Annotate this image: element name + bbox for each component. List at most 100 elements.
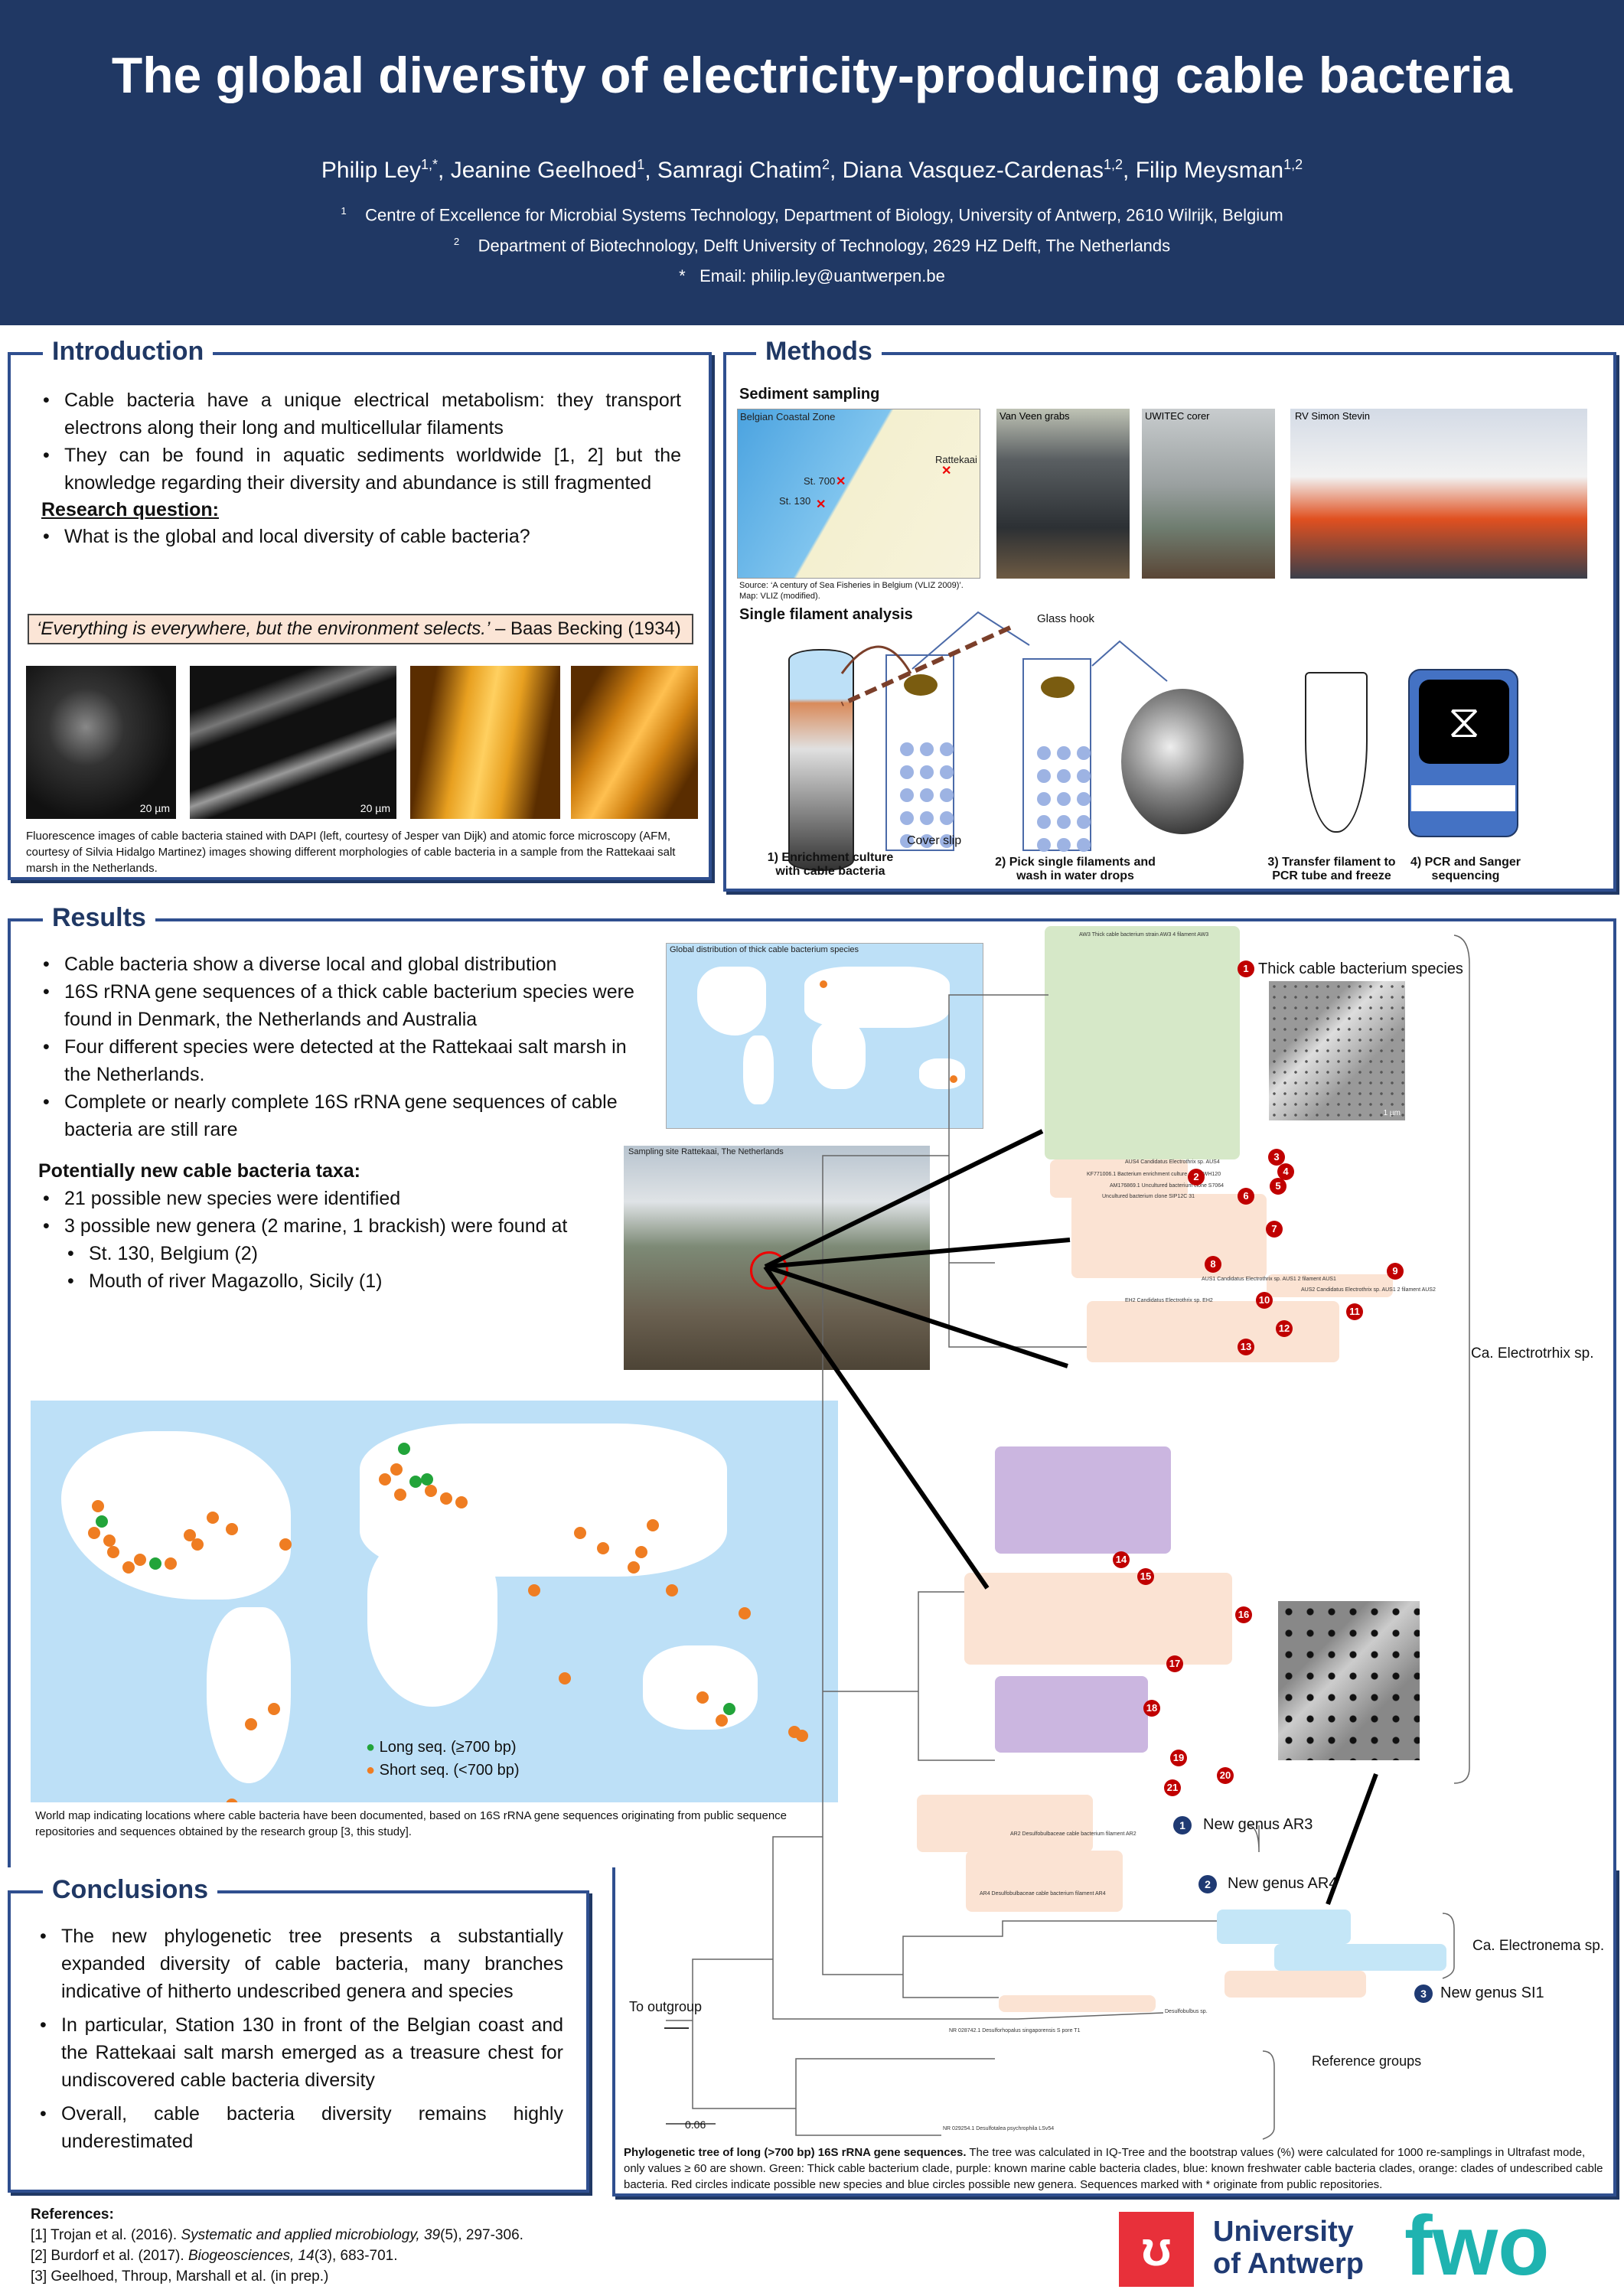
reference-groups-label: Reference groups — [1312, 2053, 1422, 2069]
taxa-heading: Potentially new cable bacteria taxa: — [38, 1160, 360, 1182]
landmass-australia — [643, 1645, 758, 1730]
author-affil: 2 — [821, 157, 830, 172]
new-genus-ar4-label: New genus AR4 — [1228, 1875, 1338, 1892]
marine-clade-box — [995, 1446, 1171, 1554]
water-drop — [1037, 746, 1051, 760]
results-bullet: Complete or nearly complete 16S rRNA gen… — [38, 1088, 654, 1143]
affil-text: Department of Biotechnology, Delft Unive… — [478, 236, 1171, 256]
landmass — [804, 967, 950, 1028]
introduction-panel — [8, 352, 712, 880]
sem-image-thick: 1 µm — [1269, 981, 1405, 1120]
author-list: Philip Ley1,*, Jeanine Geelhoed1, Samrag… — [321, 157, 1303, 183]
sequence-site-marker — [394, 1489, 406, 1501]
step-3: 3) Transfer filament to PCR tube and fre… — [1267, 856, 1396, 882]
quote-author: – Baas Becking (1934) — [490, 618, 681, 639]
water-drop — [1057, 838, 1071, 852]
landmass — [743, 1035, 774, 1104]
thick-site-marker — [950, 1075, 957, 1083]
tree-leaf: Uncultured bacterium clone SIP12C 31 — [1102, 1194, 1195, 1199]
landmass — [812, 1020, 866, 1089]
conclusion-bullet: Overall, cable bacteria diversity remain… — [35, 2100, 563, 2155]
clade-box-orange — [1071, 1194, 1267, 1278]
new-species-marker: 3 — [1268, 1149, 1285, 1166]
clade-si1-box — [999, 1995, 1156, 2012]
scale-bar-label: 0.06 — [685, 2118, 706, 2131]
tree-leaf: AM176869.1 Uncultured bacterium clone S7… — [1110, 1183, 1225, 1189]
sequence-site-marker — [647, 1519, 659, 1531]
intro-content: Cable bacteria have a unique electrical … — [38, 386, 681, 550]
taxa-bullet: 3 possible new genera (2 marine, 1 brack… — [38, 1212, 616, 1240]
conclusion-bullet: In particular, Station 130 in front of t… — [35, 2011, 563, 2094]
email-text[interactable]: Email: philip.ley@uantwerpen.be — [699, 266, 945, 285]
source-line: Source: ‘A century of Sea Fisheries in B… — [739, 581, 964, 590]
new-species-marker: 19 — [1170, 1750, 1187, 1766]
sequence-site-marker — [149, 1557, 161, 1570]
photo-label: RV Simon Stevin — [1295, 410, 1371, 422]
new-species-marker: 13 — [1238, 1339, 1254, 1355]
tree-leaf: AUS4 Candidatus Electrothrix sp. AUS4 — [1125, 1159, 1220, 1165]
station-marker-icon: ✕ — [941, 465, 952, 478]
tree-leaf: Desulfobulbus sp. — [1165, 2009, 1208, 2014]
sequence-site-marker — [528, 1584, 540, 1596]
sequence-site-marker — [796, 1730, 808, 1742]
legend-short: ● Short seq. (<700 bp) — [366, 1759, 520, 1782]
pcr-tube-icon — [1305, 672, 1368, 833]
sequence-site-marker — [92, 1500, 104, 1512]
cover-slip-label: Cover slip — [907, 834, 962, 847]
results-title: Results — [43, 903, 155, 933]
sequence-site-marker — [103, 1534, 116, 1547]
intro-caption: Fluorescence images of cable bacteria st… — [26, 830, 676, 875]
map-source: Source: ‘A century of Sea Fisheries in B… — [739, 580, 964, 602]
world-map: ● Long seq. (≥700 bp) ● Short seq. (<700… — [31, 1401, 838, 1802]
new-species-marker: 8 — [1205, 1256, 1221, 1273]
affiliation-1: 1 Centre of Excellence for Microbial Sys… — [0, 205, 1624, 225]
new-species-marker: 12 — [1276, 1320, 1293, 1337]
dna-icon: ⧖ — [1419, 680, 1509, 764]
pointer-arrows — [763, 1129, 1378, 1906]
clade-ar4-box — [966, 1851, 1123, 1912]
quote-box: ‘Everything is everywhere, but the envir… — [28, 614, 693, 644]
taxa-sub-bullet: Mouth of river Magazollo, Sicily (1) — [38, 1267, 616, 1295]
water-drop — [940, 742, 954, 756]
uwitec-photo: UWITEC corer — [1142, 409, 1275, 579]
email-mark: * — [679, 266, 686, 285]
water-drop — [1057, 746, 1071, 760]
sequence-site-marker — [207, 1512, 219, 1524]
sequence-site-marker — [574, 1527, 586, 1539]
logo-line: University — [1213, 2216, 1354, 2248]
author: Jeanine Geelhoed — [450, 158, 638, 183]
sequence-site-marker — [107, 1546, 119, 1558]
new-species-marker: 16 — [1235, 1606, 1252, 1623]
water-drop — [1077, 792, 1091, 806]
clade-box-orange — [1050, 1159, 1188, 1198]
step-2: 2) Pick single filaments and wash in wat… — [995, 856, 1156, 882]
water-drop — [900, 765, 914, 779]
water-drop — [920, 765, 934, 779]
water-drop — [1057, 792, 1071, 806]
author-affil: 1 — [637, 157, 645, 172]
water-drop — [900, 834, 914, 848]
affil-mark: 1 — [341, 205, 347, 217]
new-species-marker: 1 — [1238, 960, 1254, 977]
scale-label: 1 µm — [1383, 1109, 1401, 1117]
clade-si1-box — [1225, 1971, 1366, 1998]
sequence-site-marker — [723, 1703, 735, 1715]
conclusions-panel — [8, 1890, 589, 2193]
new-genus-marker: 2 — [1198, 1875, 1217, 1893]
sequence-site-marker — [245, 1718, 257, 1730]
results-panel — [8, 918, 1616, 1867]
tree-leaf: NR 029254.1 Desulfotalea psychrophila LS… — [943, 2126, 1055, 2131]
new-species-marker: 6 — [1238, 1188, 1254, 1205]
landmass — [697, 967, 766, 1035]
tree-caption: Phylogenetic tree of long (>700 bp) 16S … — [624, 2144, 1607, 2193]
reference-item: [1] Trojan et al. (2016). Systematic and… — [31, 2225, 523, 2245]
taxa-sub-bullet: St. 130, Belgium (2) — [38, 1240, 616, 1267]
uantwerp-logo-icon: ʊ — [1119, 2212, 1194, 2287]
new-species-marker: 15 — [1137, 1568, 1154, 1585]
single-filament-heading: Single filament analysis — [739, 606, 913, 623]
outgroup-label: To outgroup — [629, 1999, 703, 2014]
tree-leaf: AUS2 Candidatus Electrothrix sp. AUS1 2 … — [1301, 1287, 1436, 1293]
electrothrix-label: Ca. Electrotrhix sp. — [1471, 1345, 1594, 1362]
new-species-marker: 21 — [1164, 1779, 1181, 1796]
